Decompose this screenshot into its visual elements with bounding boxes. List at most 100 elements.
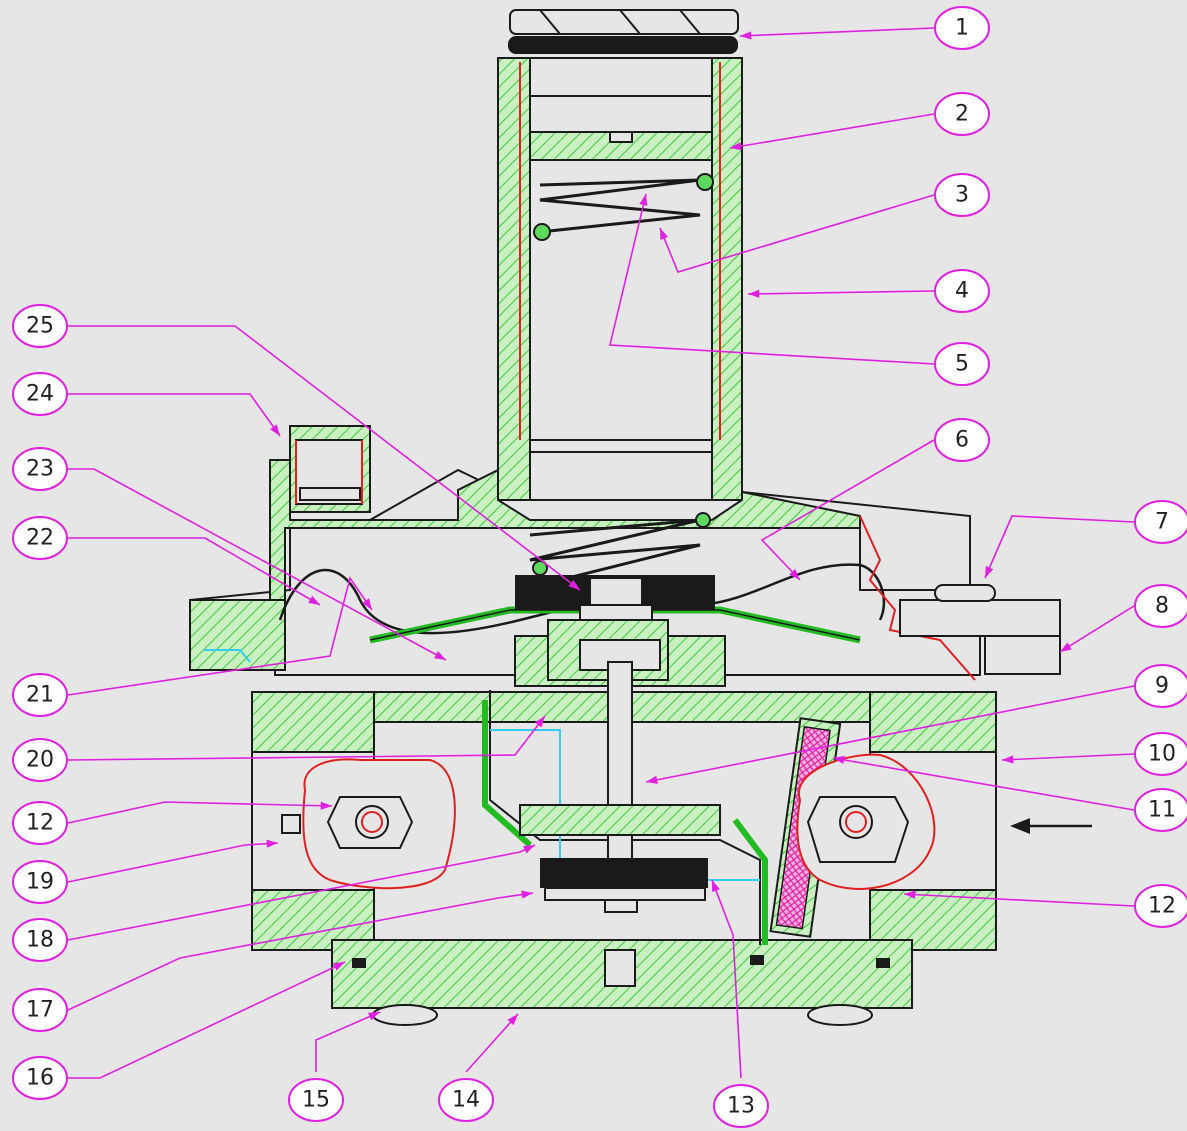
callout-arrowhead	[1002, 755, 1014, 764]
callout-leader-line	[67, 715, 546, 761]
callout-leader-line	[67, 576, 373, 696]
callout-21: 21	[12, 673, 68, 717]
callout-number: 19	[26, 870, 54, 895]
callout-25: 25	[12, 304, 68, 348]
callout-arrowhead	[904, 890, 916, 899]
callout-leader-line	[68, 325, 581, 591]
callout-arrowhead	[985, 566, 994, 578]
callout-circle	[1134, 584, 1187, 628]
callout-leader-line	[711, 879, 742, 1079]
callout-number: 23	[26, 457, 54, 482]
callout-arrowhead	[270, 424, 280, 436]
callout-leader-line	[67, 892, 534, 1011]
callout-circle	[12, 304, 68, 348]
callout-leader-line	[68, 468, 447, 661]
callout-number: 3	[955, 183, 969, 208]
callout-number: 12	[26, 811, 54, 836]
callout-circle	[1134, 664, 1187, 708]
callout-circle	[12, 372, 68, 416]
callout-number: 1	[955, 16, 969, 41]
callout-arrowhead	[320, 801, 332, 810]
callout-number: 8	[1155, 594, 1169, 619]
callout-arrowhead	[362, 598, 372, 610]
callout-3: 3	[934, 173, 990, 217]
callout-circle	[1134, 788, 1187, 832]
callout-number: 4	[955, 279, 969, 304]
callout-leader-line	[68, 393, 281, 437]
callout-number: 10	[1148, 742, 1176, 767]
callout-10: 10	[1134, 732, 1187, 776]
callout-18: 18	[12, 918, 68, 962]
callout-leader-line	[832, 757, 1135, 811]
callout-arrowhead	[523, 845, 535, 854]
callout-24: 24	[12, 372, 68, 416]
callout-22: 22	[12, 516, 68, 560]
callout-arrowhead	[740, 31, 752, 40]
callout-14: 14	[438, 1078, 494, 1122]
callout-arrowhead	[639, 194, 648, 206]
callout-leader-line	[1001, 753, 1135, 761]
callout-17: 17	[12, 988, 68, 1032]
callout-leader-line	[68, 961, 346, 1079]
callout-arrowhead	[507, 1014, 518, 1026]
callout-13: 13	[713, 1084, 769, 1128]
regulator-drawing	[189, 9, 1092, 1026]
callout-circle	[438, 1078, 494, 1122]
callout-circle	[12, 447, 68, 491]
callout-20: 20	[12, 738, 68, 782]
diaphragm-assembly	[278, 512, 886, 644]
callout-circle	[934, 173, 990, 217]
callout-number: 18	[26, 928, 54, 953]
callout-circle	[934, 269, 990, 313]
callout-15: 15	[288, 1078, 344, 1122]
upper-spring	[533, 173, 714, 241]
callout-leader-line	[729, 113, 935, 149]
callout-2: 2	[934, 92, 990, 136]
callout-arrowhead	[789, 568, 800, 580]
callout-number: 20	[26, 748, 54, 773]
callout-leader-line	[760, 439, 935, 581]
callout-6: 6	[934, 418, 990, 462]
callout-19: 19	[12, 860, 68, 904]
callout-4: 4	[934, 269, 990, 313]
callout-circle	[1134, 732, 1187, 776]
callout-number: 7	[1155, 510, 1169, 535]
callout-leader-line	[315, 1011, 381, 1072]
callout-circle	[934, 92, 990, 136]
callout-12: 12	[1134, 884, 1187, 928]
callout-number: 14	[452, 1088, 480, 1113]
callout-arrowhead	[833, 755, 845, 764]
callout-number: 2	[955, 102, 969, 127]
callout-arrowhead	[568, 579, 580, 590]
callout-circle	[12, 738, 68, 782]
callout-circle	[12, 988, 68, 1032]
callout-circle	[1134, 500, 1187, 544]
callout-number: 24	[26, 382, 54, 407]
callout-number: 6	[955, 428, 969, 453]
callout-arrowhead	[308, 595, 320, 605]
callout-circle	[12, 860, 68, 904]
callout-arrowhead	[660, 228, 669, 240]
callout-9: 9	[1134, 664, 1187, 708]
callout-5: 5	[934, 342, 990, 386]
callout-circle	[1134, 884, 1187, 928]
callout-number: 16	[26, 1066, 54, 1091]
callout-number: 17	[26, 998, 54, 1023]
callout-arrowhead	[266, 839, 278, 848]
cutaway-edge	[859, 515, 1061, 681]
callout-arrowhead	[333, 962, 345, 971]
callout-leader-line	[903, 893, 1135, 907]
callout-number: 15	[302, 1088, 330, 1113]
callout-leader-line	[67, 842, 279, 883]
callout-circle	[934, 6, 990, 50]
callout-leader-line	[739, 27, 935, 37]
callout-circle	[934, 342, 990, 386]
callout-leader-line	[659, 194, 935, 273]
callout-leaders	[67, 27, 1135, 1079]
callout-number: 21	[26, 683, 54, 708]
cap-part	[508, 9, 739, 54]
callout-leader-line	[465, 1013, 519, 1073]
callout-number: 11	[1148, 798, 1176, 823]
